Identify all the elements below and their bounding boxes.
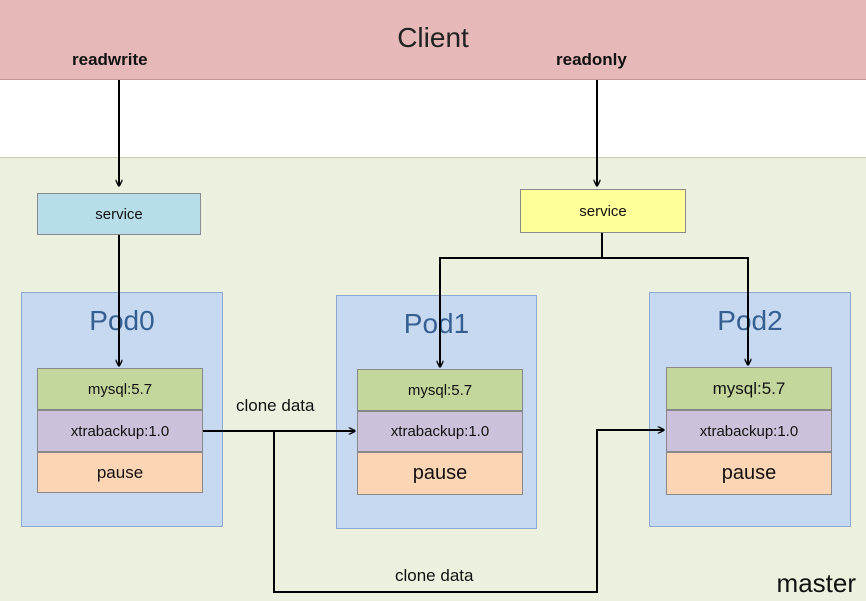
pod2-pause-container: pause xyxy=(666,452,832,495)
ro-to-pod1-arrow xyxy=(440,257,602,367)
pod0-mysql-container: mysql:5.7 xyxy=(37,368,203,410)
ro-to-pod2-arrow xyxy=(602,257,748,365)
readwrite-service-label: service xyxy=(95,205,143,223)
master-label: master xyxy=(776,568,856,598)
pod0-xtrabackup-container: xtrabackup:1.0 xyxy=(37,410,203,452)
readwrite-label: readwrite xyxy=(72,50,148,69)
pod1-title: Pod1 xyxy=(403,308,470,339)
pod1-xtrabackup-container: xtrabackup:1.0 xyxy=(357,411,523,452)
readwrite-service-box: service xyxy=(37,193,201,235)
readonly-service-label: service xyxy=(579,202,627,220)
pod1-mysql-label: mysql:5.7 xyxy=(407,381,473,399)
readonly-service-box: service xyxy=(520,189,686,233)
pod0-title: Pod0 xyxy=(89,305,155,336)
pod2-mysql-container: mysql:5.7 xyxy=(666,367,832,410)
pod0-pause-container: pause xyxy=(37,452,203,493)
client-bar xyxy=(0,0,866,80)
pod0-pause-label: pause xyxy=(96,462,144,482)
pod1-mysql-container: mysql:5.7 xyxy=(357,369,523,411)
readonly-label: readonly xyxy=(556,50,627,69)
clone-to-pod2-arrow xyxy=(273,430,664,593)
pod2-pause-label: pause xyxy=(721,462,777,484)
pod1-pause-label: pause xyxy=(412,462,468,484)
clone-data-label-top: clone data xyxy=(236,396,315,415)
pod2-xtrabackup-label: xtrabackup:1.0 xyxy=(699,422,799,440)
pod0-mysql-label: mysql:5.7 xyxy=(87,380,153,398)
pod2-xtrabackup-container: xtrabackup:1.0 xyxy=(666,410,832,452)
clone-data-label-bottom: clone data xyxy=(395,566,474,585)
pod2-title: Pod2 xyxy=(717,305,783,336)
pod2-mysql-label: mysql:5.7 xyxy=(712,378,786,398)
pod1-pause-container: pause xyxy=(357,452,523,495)
client-title: Client xyxy=(397,22,469,53)
pod0-xtrabackup-label: xtrabackup:1.0 xyxy=(70,422,170,440)
pod1-xtrabackup-label: xtrabackup:1.0 xyxy=(390,423,490,440)
